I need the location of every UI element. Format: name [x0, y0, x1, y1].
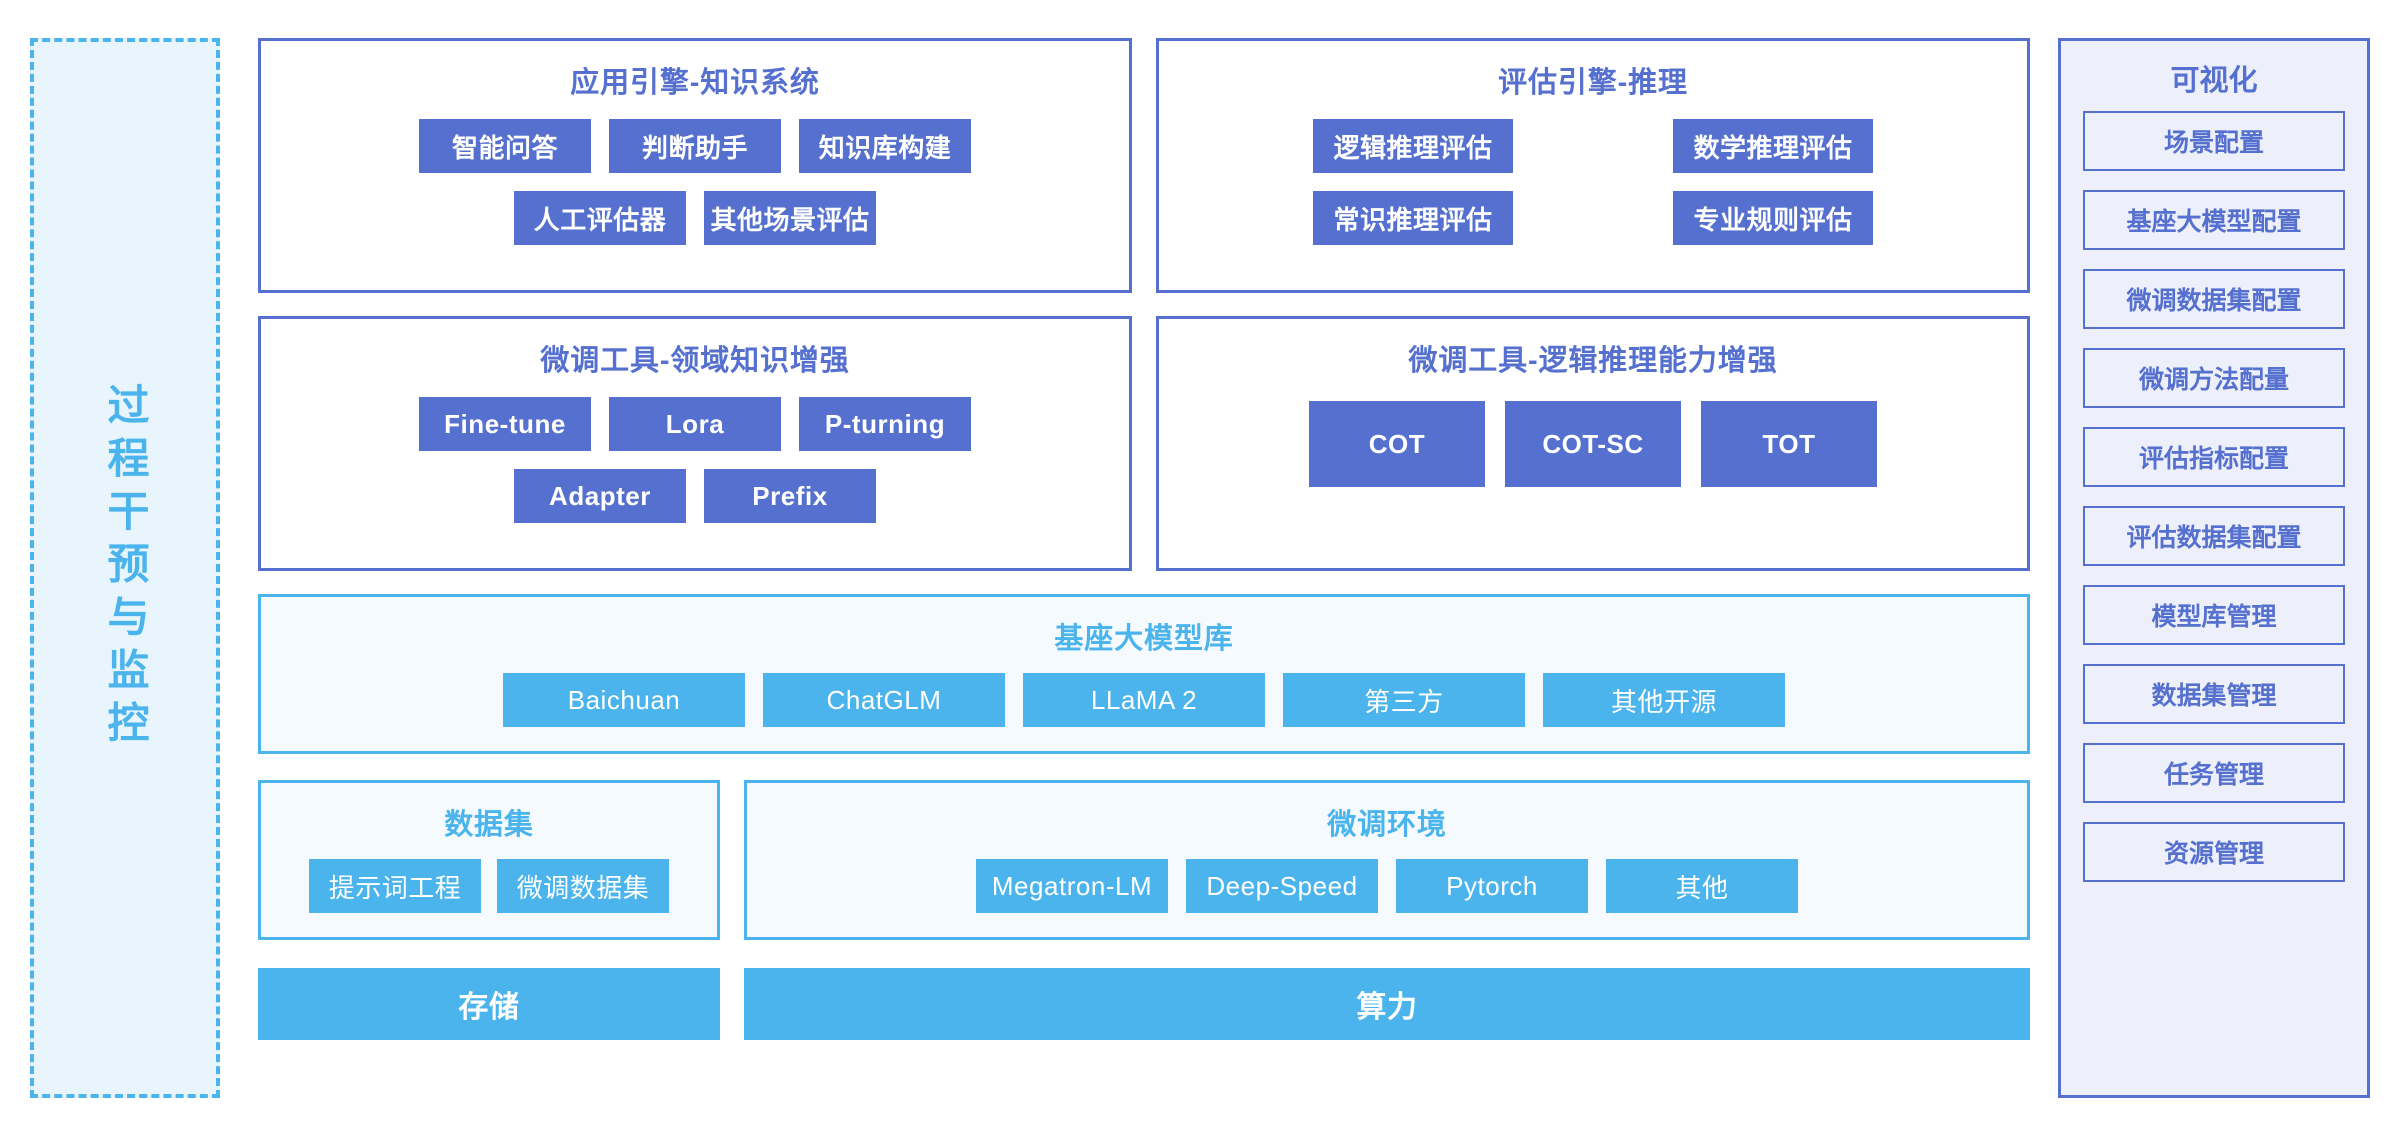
finetune-env-row: Megatron-LM Deep-Speed Pytorch 其他	[747, 859, 2027, 913]
chip-other-scenario-evaluation[interactable]: 其他场景评估	[704, 191, 876, 245]
chip-prefix[interactable]: Prefix	[704, 469, 876, 523]
panel-evaluation-engine: 评估引擎-推理 逻辑推理评估 数学推理评估 常识推理评估 专业规则评估	[1156, 38, 2030, 293]
panel-finetune-domain-knowledge: 微调工具-领域知识增强 Fine-tune Lora P-turning Ada…	[258, 316, 1132, 571]
main-content-area: 应用引擎-知识系统 智能问答 判断助手 知识库构建 人工评估器 其他场景评估 评…	[258, 38, 2030, 1098]
process-intervention-label: 过程干预与监控	[101, 382, 149, 754]
chip-human-evaluator[interactable]: 人工评估器	[514, 191, 686, 245]
panel-datasets: 数据集 提示词工程 微调数据集	[258, 780, 720, 940]
panel-finetune-environment: 微调环境 Megatron-LM Deep-Speed Pytorch 其他	[744, 780, 2030, 940]
viz-item-finetune-method-config[interactable]: 微调方法配量	[2083, 348, 2345, 408]
chip-pytorch[interactable]: Pytorch	[1396, 859, 1588, 913]
panel-title-evaluation-engine: 评估引擎-推理	[1498, 67, 1688, 99]
finetune-domain-row-2: Adapter Prefix	[261, 469, 1129, 523]
finetune-reasoning-row-1: COT COT-SC TOT	[1159, 401, 2027, 487]
viz-item-model-library-management[interactable]: 模型库管理	[2083, 585, 2345, 645]
chip-other-opensource[interactable]: 其他开源	[1543, 673, 1785, 727]
chip-professional-rule-evaluation[interactable]: 专业规则评估	[1673, 191, 1873, 245]
chip-intelligent-qa[interactable]: 智能问答	[419, 119, 591, 173]
panel-finetune-reasoning: 微调工具-逻辑推理能力增强 COT COT-SC TOT	[1156, 316, 2030, 571]
visualization-sidebar: 可视化 场景配置 基座大模型配置 微调数据集配置 微调方法配量 评估指标配置 评…	[2058, 38, 2370, 1098]
panel-title-finetune-reasoning: 微调工具-逻辑推理能力增强	[1408, 345, 1778, 377]
chip-logical-reasoning-evaluation[interactable]: 逻辑推理评估	[1313, 119, 1513, 173]
chip-fine-tune[interactable]: Fine-tune	[419, 397, 591, 451]
bar-storage[interactable]: 存储	[258, 968, 720, 1040]
panel-base-model-library: 基座大模型库 Baichuan ChatGLM LLaMA 2 第三方 其他开源	[258, 594, 2030, 754]
chip-lora[interactable]: Lora	[609, 397, 781, 451]
chip-commonsense-reasoning-evaluation[interactable]: 常识推理评估	[1313, 191, 1513, 245]
chip-other[interactable]: 其他	[1606, 859, 1798, 913]
app-engine-row-1: 智能问答 判断助手 知识库构建	[261, 119, 1129, 173]
chip-llama-2[interactable]: LLaMA 2	[1023, 673, 1265, 727]
viz-item-dataset-management[interactable]: 数据集管理	[2083, 664, 2345, 724]
chip-tot[interactable]: TOT	[1701, 401, 1877, 487]
panel-title-application-engine: 应用引擎-知识系统	[570, 67, 820, 99]
chip-math-reasoning-evaluation[interactable]: 数学推理评估	[1673, 119, 1873, 173]
viz-item-resource-management[interactable]: 资源管理	[2083, 822, 2345, 882]
chip-cot[interactable]: COT	[1309, 401, 1485, 487]
panel-application-engine: 应用引擎-知识系统 智能问答 判断助手 知识库构建 人工评估器 其他场景评估	[258, 38, 1132, 293]
datasets-row: 提示词工程 微调数据集	[261, 859, 717, 913]
chip-finetune-dataset[interactable]: 微调数据集	[497, 859, 669, 913]
panel-title-datasets: 数据集	[444, 809, 534, 841]
chip-megatron-lm[interactable]: Megatron-LM	[976, 859, 1168, 913]
viz-item-eval-dataset-config[interactable]: 评估数据集配置	[2083, 506, 2345, 566]
viz-item-eval-metric-config[interactable]: 评估指标配置	[2083, 427, 2345, 487]
chip-adapter[interactable]: Adapter	[514, 469, 686, 523]
chip-baichuan[interactable]: Baichuan	[503, 673, 745, 727]
chip-judgement-assistant[interactable]: 判断助手	[609, 119, 781, 173]
chip-chatglm[interactable]: ChatGLM	[763, 673, 1005, 727]
panel-title-base-model-library: 基座大模型库	[1054, 623, 1234, 655]
viz-item-finetune-dataset-config[interactable]: 微调数据集配置	[2083, 269, 2345, 329]
viz-item-task-management[interactable]: 任务管理	[2083, 743, 2345, 803]
app-engine-row-2: 人工评估器 其他场景评估	[261, 191, 1129, 245]
chip-cot-sc[interactable]: COT-SC	[1505, 401, 1681, 487]
chip-prompt-engineering[interactable]: 提示词工程	[309, 859, 481, 913]
panel-title-finetune-environment: 微调环境	[1327, 809, 1447, 841]
finetune-domain-row-1: Fine-tune Lora P-turning	[261, 397, 1129, 451]
process-intervention-band: 过程干预与监控	[30, 38, 220, 1098]
viz-item-scene-config[interactable]: 场景配置	[2083, 111, 2345, 171]
chip-p-turning[interactable]: P-turning	[799, 397, 971, 451]
chip-deep-speed[interactable]: Deep-Speed	[1186, 859, 1378, 913]
eval-engine-row-2: 常识推理评估 专业规则评估	[1159, 191, 2027, 245]
viz-item-base-model-config[interactable]: 基座大模型配置	[2083, 190, 2345, 250]
chip-third-party[interactable]: 第三方	[1283, 673, 1525, 727]
visualization-title: 可视化	[2170, 65, 2258, 97]
eval-engine-row-1: 逻辑推理评估 数学推理评估	[1159, 119, 2027, 173]
base-model-row: Baichuan ChatGLM LLaMA 2 第三方 其他开源	[261, 673, 2027, 727]
panel-title-finetune-domain: 微调工具-领域知识增强	[540, 345, 850, 377]
bar-compute[interactable]: 算力	[744, 968, 2030, 1040]
chip-knowledge-base-construction[interactable]: 知识库构建	[799, 119, 971, 173]
